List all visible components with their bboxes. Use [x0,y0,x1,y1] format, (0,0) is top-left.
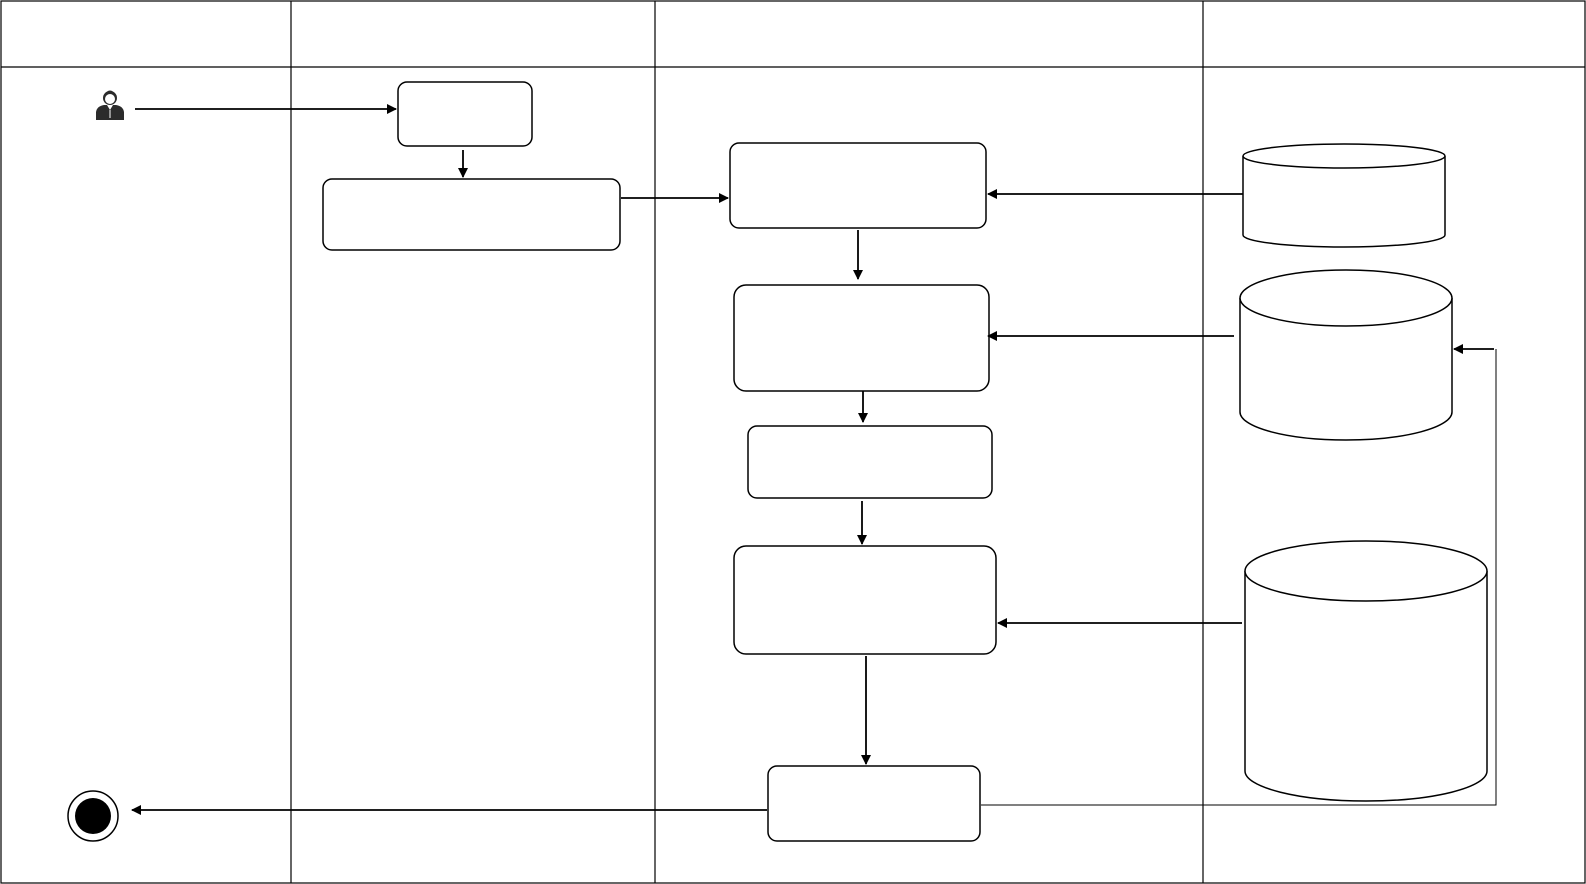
final-state-icon [67,790,119,842]
data-store-2 [1239,269,1453,441]
flow-step-7-to-store-2 [981,349,1497,806]
process-nodes [322,81,997,842]
data-store-1 [1242,143,1446,248]
user-icon [96,90,124,120]
data-store-3 [1244,540,1488,802]
process-step-1 [397,81,533,147]
flow-connectors [131,104,1497,815]
process-step-5 [747,425,993,499]
process-step-2 [322,178,621,251]
process-step-7 [767,765,981,842]
process-step-6 [733,545,997,655]
process-step-4 [733,284,990,392]
process-step-3 [729,142,987,229]
